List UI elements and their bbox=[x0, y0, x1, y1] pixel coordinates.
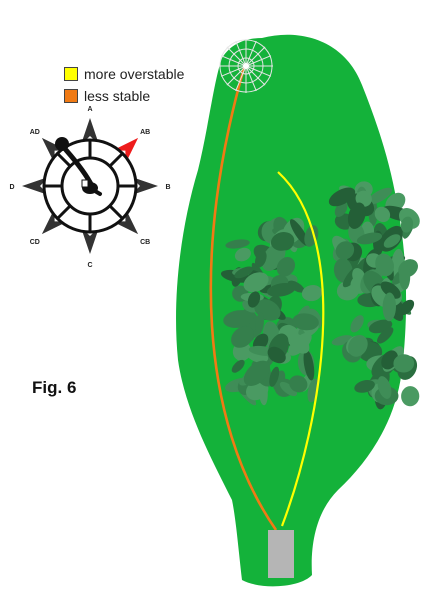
compass-arrow-cb bbox=[112, 208, 139, 235]
tree-leaf bbox=[292, 313, 319, 331]
compass-spoke bbox=[108, 204, 124, 220]
tee-pad-icon bbox=[268, 530, 294, 578]
tree-leaf bbox=[350, 315, 364, 333]
tree-leaf bbox=[269, 366, 280, 387]
tree-leaf bbox=[225, 239, 250, 249]
basket-spoke bbox=[245, 65, 257, 92]
tree-leaf bbox=[328, 187, 356, 207]
basket-icon bbox=[219, 39, 273, 93]
tree-leaf bbox=[234, 247, 251, 262]
compass-spoke bbox=[56, 204, 72, 220]
basket-spoke bbox=[220, 55, 247, 67]
compass-label: CB bbox=[140, 239, 150, 246]
tree-leaf bbox=[383, 234, 401, 248]
compass-arrow-a bbox=[80, 118, 100, 145]
legend-item-more-overstable: more overstable bbox=[64, 64, 184, 84]
tree-leaf bbox=[270, 232, 295, 251]
fairway-shape bbox=[176, 34, 407, 587]
thrower-icon bbox=[55, 137, 102, 196]
basket-center bbox=[243, 63, 249, 69]
tree-leaf bbox=[231, 326, 254, 348]
compass-label: AB bbox=[140, 129, 150, 136]
more-overstable-flight-path bbox=[277, 171, 325, 527]
basket-spoke bbox=[226, 46, 247, 67]
tree-leaf bbox=[243, 272, 269, 293]
tree-leaf bbox=[354, 379, 375, 393]
compass-icon: A AB B CB C CD D AD bbox=[9, 106, 170, 269]
tree-cluster-icon bbox=[220, 216, 323, 406]
compass-spoke bbox=[108, 152, 124, 168]
tree-leaf bbox=[267, 346, 286, 364]
compass-arrow-c bbox=[80, 227, 100, 254]
basket-spoke bbox=[235, 40, 247, 67]
tree-leaf bbox=[243, 360, 270, 386]
compass-label: D bbox=[9, 184, 14, 191]
tree-cluster-icon bbox=[328, 181, 420, 410]
legend-label: more overstable bbox=[84, 66, 185, 82]
legend-swatch bbox=[64, 67, 78, 81]
legend: more overstable less stable bbox=[64, 64, 184, 108]
basket-spoke bbox=[245, 65, 266, 86]
tree-leaf bbox=[289, 375, 308, 393]
compass-label: C bbox=[87, 262, 92, 269]
tree-leaf bbox=[255, 312, 264, 335]
tree-leaf bbox=[335, 241, 355, 260]
tree-leaf bbox=[374, 206, 391, 223]
tree-leaf bbox=[303, 349, 315, 381]
legend-swatch bbox=[64, 89, 78, 103]
tree-leaf bbox=[380, 281, 401, 299]
tree-leaf bbox=[399, 299, 415, 316]
tree-leaf bbox=[400, 216, 414, 233]
tree-leaf bbox=[399, 263, 411, 290]
compass-arrow-d bbox=[22, 176, 49, 196]
basket-spoke bbox=[226, 65, 247, 86]
basket-spoke bbox=[245, 65, 272, 77]
basket-spoke bbox=[235, 65, 247, 92]
tree-leaf bbox=[301, 285, 323, 302]
compass-spoke bbox=[56, 152, 72, 168]
tree-leaf bbox=[247, 291, 261, 308]
compass-arrow-ad bbox=[41, 137, 68, 164]
tree-leaf bbox=[401, 386, 420, 407]
tree-leaf bbox=[223, 310, 254, 328]
basket-spoke bbox=[220, 65, 247, 77]
compass-arrow-ab bbox=[112, 137, 139, 164]
compass-label: A bbox=[87, 106, 92, 113]
tree-leaf bbox=[234, 266, 254, 279]
tree-leaf bbox=[231, 359, 245, 373]
tree-leaf bbox=[393, 354, 415, 373]
tree-leaf bbox=[276, 257, 296, 277]
tree-leaf bbox=[279, 381, 297, 397]
tree-leaf bbox=[377, 376, 392, 399]
tree-leaf bbox=[287, 280, 305, 293]
tree-leaf bbox=[356, 232, 383, 245]
tree-leaf bbox=[289, 219, 309, 246]
tree-leaf bbox=[377, 327, 394, 344]
legend-item-less-stable: less stable bbox=[64, 86, 184, 106]
basket-spoke bbox=[245, 46, 266, 67]
figure-label: Fig. 6 bbox=[32, 378, 77, 397]
legend-label: less stable bbox=[84, 88, 151, 104]
tree-leaf bbox=[347, 202, 366, 229]
compass-label: AD bbox=[30, 129, 40, 136]
tree-leaf bbox=[375, 253, 394, 277]
tree-leaf bbox=[254, 250, 267, 268]
compass-label: CD bbox=[30, 239, 40, 246]
less-stable-flight-path bbox=[209, 67, 278, 531]
tree-leaf bbox=[348, 335, 368, 357]
tree-leaf bbox=[382, 292, 397, 322]
tree-leaf bbox=[366, 187, 393, 205]
compass-arrow-cd bbox=[41, 208, 68, 235]
tree-leaf bbox=[266, 283, 296, 297]
compass-arrow-b bbox=[131, 176, 158, 196]
tree-leaf bbox=[288, 333, 310, 354]
basket-spoke bbox=[245, 40, 257, 67]
compass-label: B bbox=[165, 184, 170, 191]
basket-spoke bbox=[245, 55, 272, 67]
